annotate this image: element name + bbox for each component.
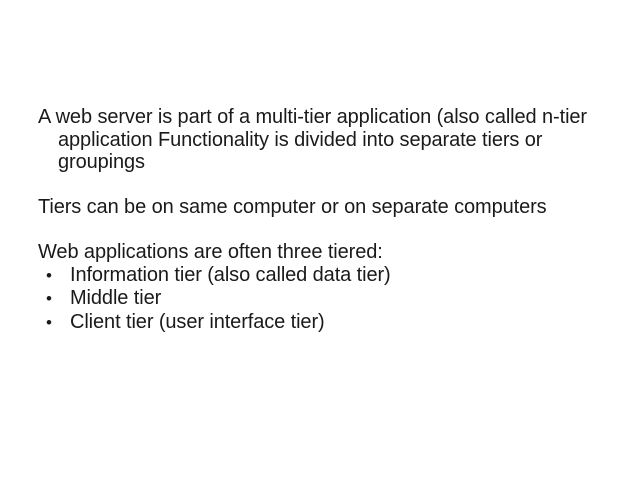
slide-body: A web server is part of a multi-tier app… xyxy=(38,106,600,334)
tier-bullet-list: • Information tier (also called data tier… xyxy=(38,264,600,335)
bullet-label-middle-tier: Middle tier xyxy=(70,287,162,309)
bullet-label-information-tier: Information tier (also called data tier) xyxy=(70,263,391,286)
paragraph-multi-tier-definition: A web server is part of a multi-tier app… xyxy=(38,106,587,173)
bullet-point-icon: • xyxy=(46,265,52,285)
bullet-point-icon: • xyxy=(46,289,52,308)
paragraph-spacer-1 xyxy=(38,174,600,197)
list-item: • Information tier (also called data tier… xyxy=(38,264,600,288)
bullet-point-icon: • xyxy=(46,312,52,332)
paragraph-tiers-location: Tiers can be on same computer or on sepa… xyxy=(38,196,547,218)
paragraph-spacer-2 xyxy=(38,219,600,242)
list-item: • Client tier (user interface tier) xyxy=(38,311,600,335)
paragraph-three-tiered-heading: Web applications are often three tiered: xyxy=(38,241,383,263)
bullet-label-client-tier: Client tier (user interface tier) xyxy=(70,310,325,333)
list-item: • Middle tier xyxy=(38,287,600,311)
